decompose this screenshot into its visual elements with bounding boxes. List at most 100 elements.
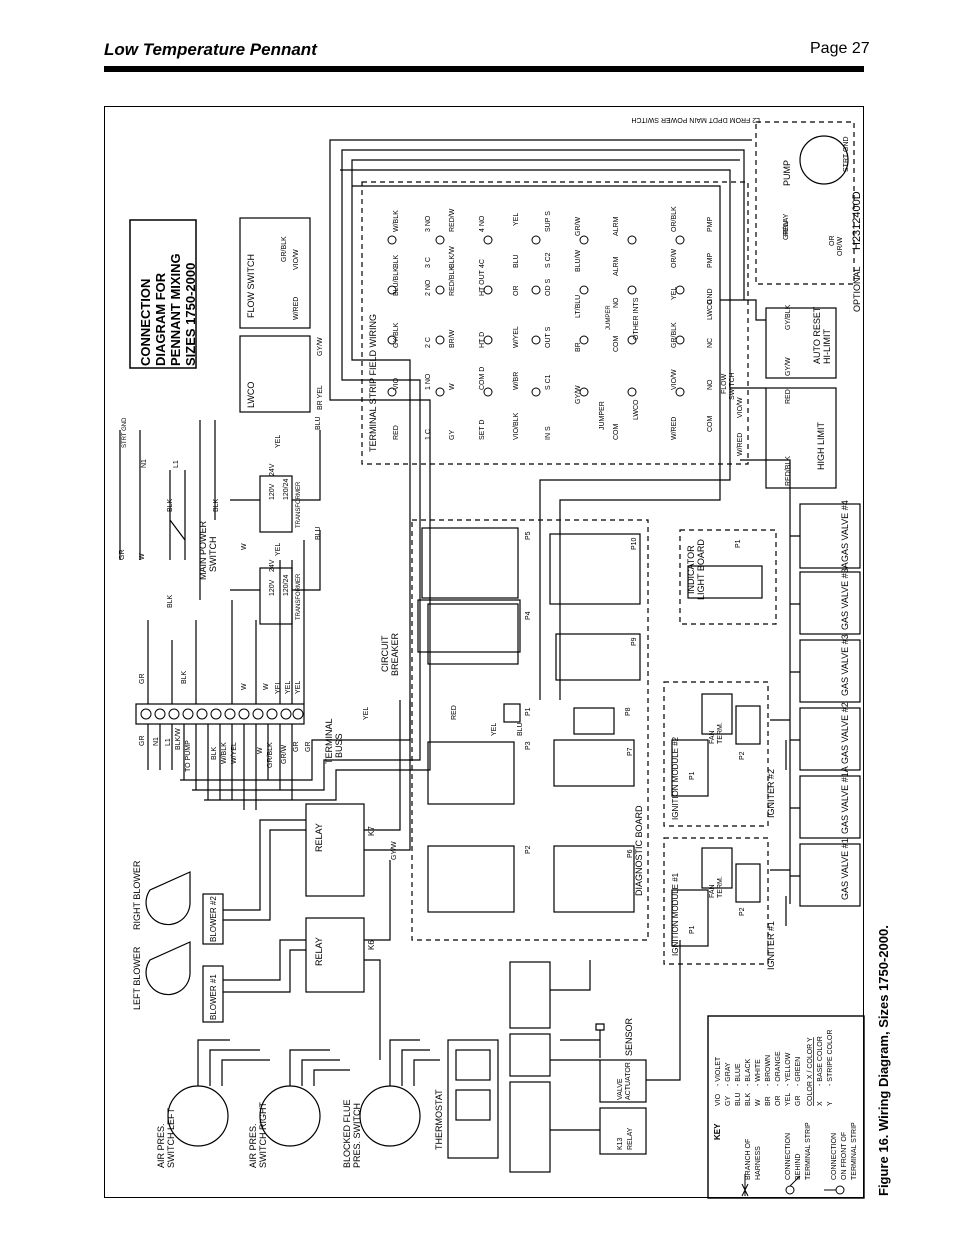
behind-connection-icon (785, 1185, 795, 1195)
ts-r1-w4: BLK (393, 254, 400, 268)
ts-r1-t4: 3 C (425, 257, 432, 268)
tu-1: 24V (269, 463, 276, 476)
ts-r1-w5: W/BLK (393, 210, 400, 232)
key-desc-1: - GRAY (725, 1062, 732, 1086)
conn-p1: P1 (525, 707, 532, 716)
valve-actuator-label-2: ACTUATOR (625, 1062, 632, 1100)
conn-p4: P4 (525, 611, 532, 620)
ts-r1-w3: BLU/BLK (393, 267, 400, 296)
ts-r4-t0: COM (613, 424, 620, 441)
tu-2: 120/24 (283, 478, 290, 500)
misc-16: GY/W (785, 357, 792, 376)
buss-top-4: YEL (275, 681, 282, 694)
gas-valve-1-box (799, 843, 861, 907)
key-desc-8: - GREEN (795, 1057, 802, 1086)
ts-r3-w3: OR (513, 286, 520, 297)
connector-p3 (427, 741, 515, 805)
ts-r2-w2: BR/W (449, 329, 456, 348)
blocked-flue-label-1: BLOCKED FLUE (342, 1099, 352, 1168)
connection-title-line-3: PENNANT MIXING (168, 253, 183, 366)
gas-valve-2-label: GAS VALVE #2 (840, 702, 850, 764)
terminal-strip-box (361, 181, 749, 465)
tl-4: BLU (315, 526, 322, 540)
key-code-3: BLK (745, 1092, 752, 1106)
right-blower-shape (145, 871, 191, 926)
igniter-2-label: IGNITER #2 (766, 769, 776, 818)
key-base-desc: - BASE COLOR (817, 1036, 824, 1086)
buss-pump-label: TO PUMP (185, 740, 192, 772)
ml-5: BLK (167, 594, 174, 608)
connection-title-line-1: CONNECTION (138, 279, 153, 366)
thermostat-label: THERMOSTAT (434, 1089, 444, 1150)
buss-bot-7: W (257, 747, 264, 754)
main-power-label-2: SWITCH (208, 537, 218, 573)
connector-p10 (549, 533, 641, 605)
misc-1: YEL (491, 723, 498, 736)
ts-r1-t3: 2 NO (425, 279, 432, 296)
thermostat-box (447, 1039, 499, 1159)
ign2-p2 (735, 705, 761, 745)
ign1-p2-label: P2 (739, 907, 746, 916)
branch-symbol-icon (741, 1174, 749, 1197)
ts-r5-w1: VIO/W (671, 369, 678, 390)
ts-r3-w1: W/BR (513, 372, 520, 390)
buss-bot-2: L1 (165, 738, 172, 746)
circuit-breaker-box (417, 599, 521, 653)
misc-4: GR/W (783, 221, 790, 240)
key-stripe-code: Y (827, 1101, 834, 1106)
buss-top-3: W (263, 683, 270, 690)
ml-7: W (241, 543, 248, 550)
buss-top-1: BLK (181, 670, 188, 684)
gas-valve-1a-label: GAS VALVE #1A (840, 766, 850, 834)
gas-valve-labels: GAS VALVE #4 GAS VALVE #3A GAS VALVE #3 … (840, 500, 850, 900)
auto-reset-box (765, 307, 837, 379)
pump-box (755, 121, 855, 285)
blower-1-box (202, 965, 224, 1023)
ts-r5-w4: OR/W (671, 249, 678, 268)
conn-p7: P7 (627, 747, 634, 756)
ml-6: BLK (213, 498, 220, 512)
ts-r1-w2: GY/BLK (393, 322, 400, 348)
figure-caption: Figure 16. Wiring Diagram, Sizes 1750-20… (876, 925, 891, 1196)
ignition-1-box (663, 837, 769, 965)
buss-bot-3: BLK/W (175, 728, 182, 750)
buss-bot-4: BLK (211, 746, 218, 760)
key: KEY VIO - VIOLET GY - GRAY BLU - BLUE BL… (713, 1030, 858, 1180)
ts-r5-w0: W/RED (671, 417, 678, 440)
connector-p9 (555, 633, 641, 681)
misc-14: RED (785, 389, 792, 404)
misc-7: OR/W (837, 237, 844, 256)
optional-label: OPTIONAL (852, 266, 862, 312)
ts-r4-w1: BR (575, 342, 582, 352)
key-desc-6: - ORANGE (775, 1051, 782, 1086)
ts-r1-t0: 1 C (425, 429, 432, 440)
ts-r5-l2: LWCO (707, 299, 714, 320)
ts-r5-l0: FLOW (721, 373, 728, 394)
connection-title-line-2: DIAGRAM FOR (153, 272, 168, 366)
terminal-strip-label: TERMINAL STRIP FIELD WIRING (368, 314, 378, 452)
ilb-p1-label: P1 (735, 539, 742, 548)
ts-r1-w0: RED (393, 425, 400, 440)
indicator-label-1: INDICATOR (686, 545, 696, 594)
gas-valve-3-label: GAS VALVE #3 (840, 634, 850, 696)
ts-r5-l3: W/RED (737, 433, 744, 456)
blower-2-box (202, 893, 224, 945)
gas-valve-3-box (799, 639, 861, 703)
ts-r4-t1: COM (613, 336, 620, 353)
relay-k7-id: K7 (367, 826, 376, 836)
ts-r4-t3: ALRM (613, 256, 620, 276)
ts-r3-w2: W/YEL (513, 326, 520, 348)
key-box (707, 1015, 865, 1199)
key-desc-2: - BLUE (735, 1063, 742, 1086)
buss-top-0: GR (139, 674, 146, 685)
key-stripe-desc: - STRIPE COLOR (827, 1030, 834, 1086)
ts-r5-l4: VIO/W (737, 397, 744, 418)
misc-3: YEL (363, 707, 370, 720)
strt-gnd-label: STRT GND (843, 136, 850, 172)
key-desc-7: - YELLOW (785, 1052, 792, 1086)
gas-valve-3a-box (799, 571, 861, 635)
ts-r3-t1: S C1 (545, 374, 552, 390)
ignition-module-1-label: IGNITION MODULE #1 (671, 872, 680, 956)
ts-r5-t0: COM (707, 416, 714, 433)
key-desc-0: - VIOLET (715, 1056, 722, 1086)
